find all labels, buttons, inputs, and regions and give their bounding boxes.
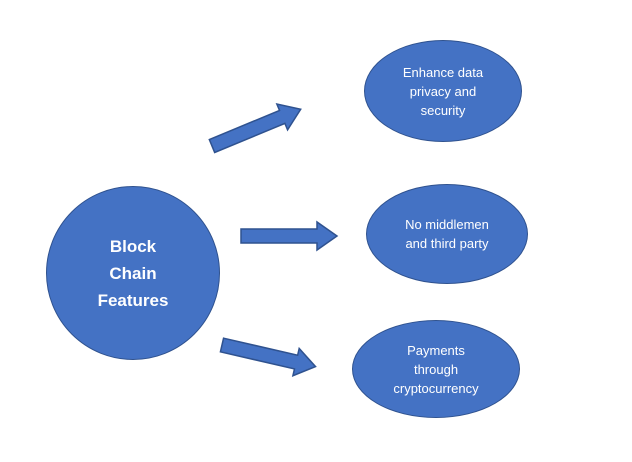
feature-node-label: No middlemen and third party (405, 217, 489, 251)
feature-node-privacy: Enhance data privacy and security (364, 40, 522, 142)
feature-node-no-middlemen: No middlemen and third party (366, 184, 528, 284)
feature-node-label: Payments through cryptocurrency (393, 342, 479, 396)
arrow-to-feature-1 (208, 102, 302, 154)
feature-node-label: Enhance data privacy and security (402, 64, 484, 118)
arrow-to-feature-3 (219, 337, 317, 377)
central-node: Block Chain Features (46, 186, 220, 360)
feature-node-payments: Payments through cryptocurrency (352, 320, 520, 418)
central-node-label: Block Chain Features (97, 236, 169, 310)
arrow-to-feature-2 (240, 220, 339, 252)
